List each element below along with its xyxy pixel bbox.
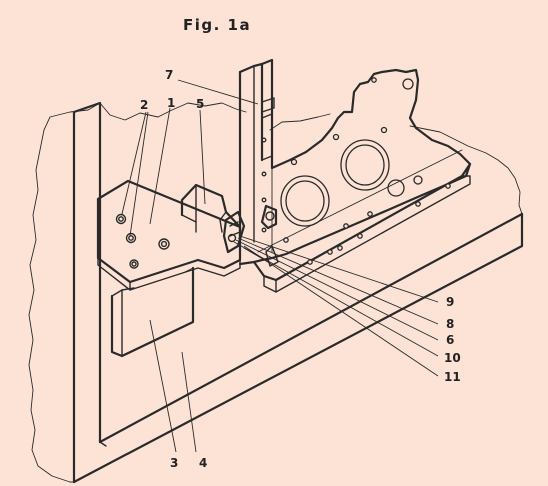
label-10: 10: [444, 351, 461, 365]
frame-member-7: [238, 58, 472, 266]
screw-1: [158, 238, 170, 250]
label-9: 9: [446, 295, 454, 309]
figure-title: Fig. 1a: [183, 16, 251, 34]
label-4: 4: [199, 456, 207, 470]
guide-rail: [252, 149, 472, 293]
screw-2b: [125, 232, 137, 244]
screw-2: [115, 213, 127, 225]
label-3: 3: [170, 456, 178, 470]
wall-panel: [28, 101, 524, 484]
label-11: 11: [444, 370, 461, 384]
reference-numerals: 7 2 1 5 9 8 6 10 11 3 4: [140, 68, 461, 470]
leader-lines: [121, 79, 439, 453]
label-8: 8: [446, 317, 454, 331]
label-6: 6: [446, 333, 454, 347]
block-3: [110, 266, 195, 358]
mounting-bracket: [96, 179, 246, 291]
label-2: 2: [140, 98, 148, 112]
label-1: 1: [167, 96, 175, 110]
bolt-hole: [387, 179, 405, 197]
screw-lower: [129, 259, 139, 269]
label-5: 5: [196, 97, 204, 111]
label-7: 7: [165, 68, 173, 82]
